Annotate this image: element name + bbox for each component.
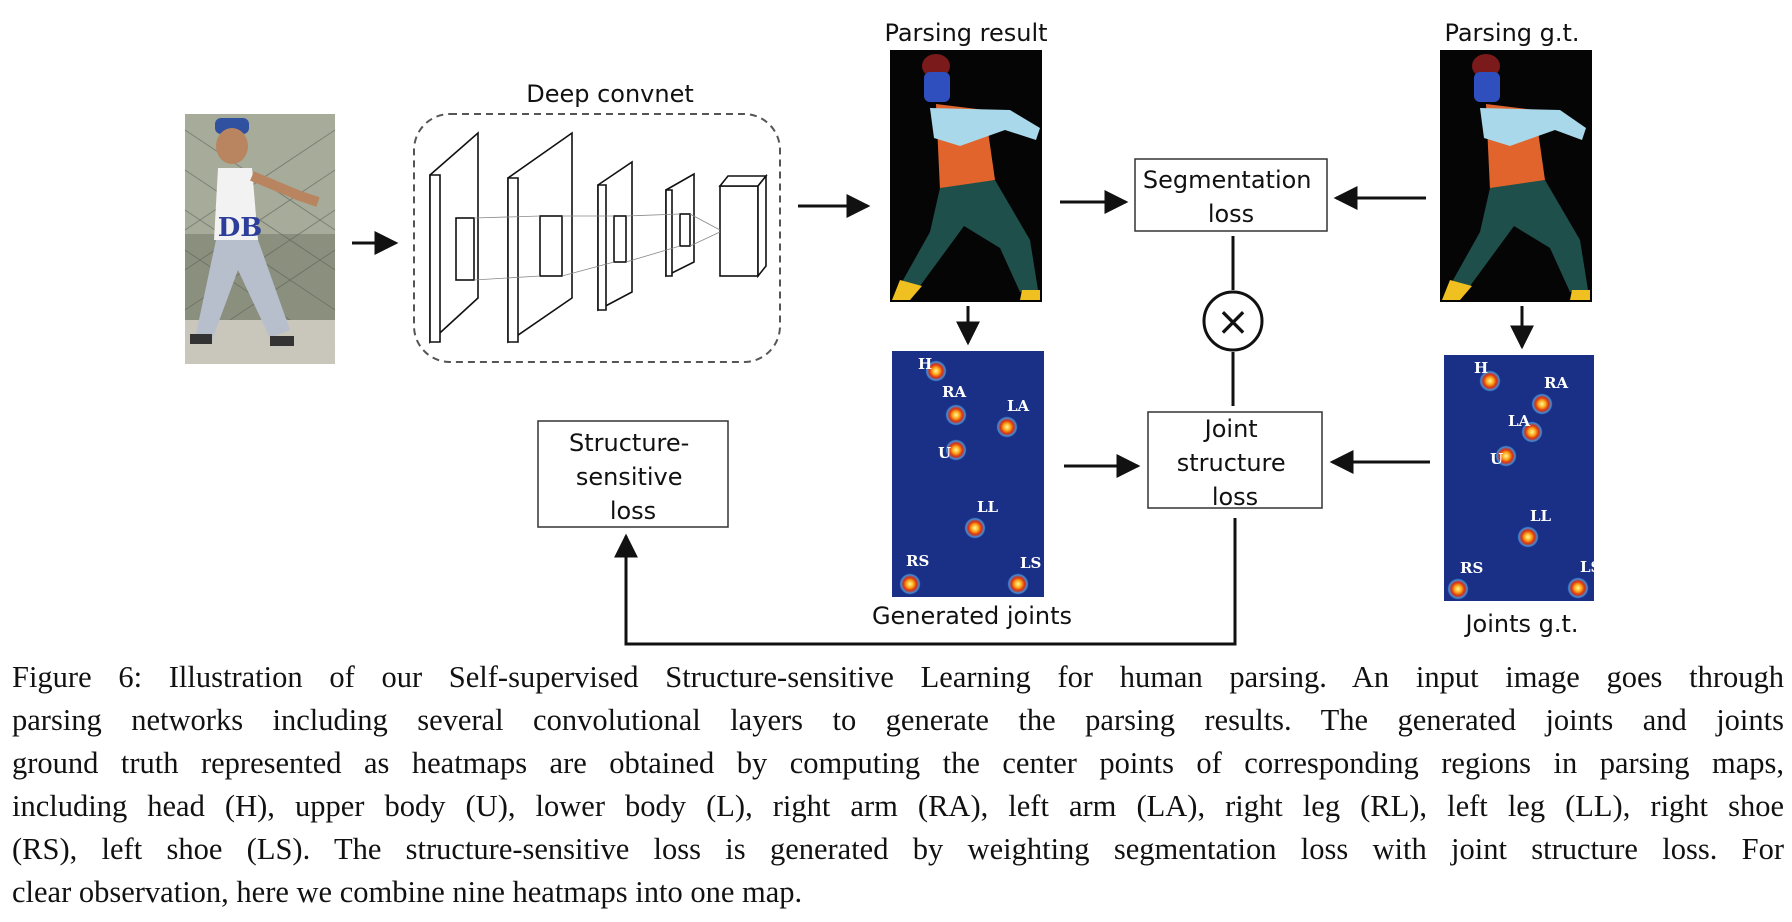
gt-joint-rs-label: RS <box>1460 559 1483 577</box>
caption-line-1: Figure 6: Illustration of our Self-super… <box>12 660 1784 694</box>
structure-loss-line-2: sensitive <box>576 463 683 491</box>
gt-joint-la-label: LA <box>1508 412 1531 430</box>
input-image: DB <box>184 114 336 364</box>
parsing-gt-map <box>1440 50 1592 302</box>
caption-line-4: including head (H), upper body (U), lowe… <box>12 789 1784 823</box>
generated-joint-ll-label: LL <box>977 498 999 516</box>
structure-loss-line-1: Structure- <box>569 429 689 457</box>
segmentation-loss-line-2: loss <box>1208 200 1254 228</box>
multiply-symbol: × <box>1216 299 1250 345</box>
gt-joint-rs-marker <box>1447 578 1469 600</box>
generated-joint-ra-marker <box>945 404 967 426</box>
joint-structure-loss-label: Joint structure loss <box>1177 415 1294 511</box>
gt-joint-u-marker <box>1495 445 1517 467</box>
caption-line-5: (RS), left shoe (LS). The structure-sens… <box>12 832 1784 866</box>
joint-loss-line-2: structure <box>1177 449 1286 477</box>
generated-joint-u-label: U <box>938 444 951 462</box>
convnet-box <box>413 113 781 363</box>
caption-line-2: parsing networks including several convo… <box>12 703 1784 737</box>
joints-gt-heatmap <box>1444 355 1594 601</box>
generated-joint-ll-marker <box>964 517 986 539</box>
gt-joint-ls-marker <box>1567 577 1589 599</box>
generated-joint-ls-marker <box>1007 573 1029 595</box>
generated-joint-la-marker <box>996 416 1018 438</box>
joints-gt-markers: H RA LA U LL RS LS <box>1447 359 1601 600</box>
gt-joint-la-marker <box>1521 421 1543 443</box>
gt-joint-h-label: H <box>1474 359 1488 377</box>
conv-receptive-lines <box>473 213 721 281</box>
generated-joint-la-label: LA <box>1007 397 1030 415</box>
joint-loss-line-3: loss <box>1212 483 1258 511</box>
generated-joint-rs-label: RS <box>906 552 929 570</box>
gt-joint-ls-label: LS <box>1580 558 1601 576</box>
segmentation-loss-line-1: Segmentation <box>1143 166 1312 194</box>
deep-convnet-label: Deep convnet <box>526 80 694 108</box>
generated-joints-heatmap <box>892 351 1044 597</box>
caption-line-6: clear observation, here we combine nine … <box>12 875 803 909</box>
caption-line-3: ground truth represented as heatmaps are… <box>12 746 1784 780</box>
joint-loss-line-1: Joint <box>1203 415 1258 443</box>
gt-joint-ll-marker <box>1517 526 1539 548</box>
structure-loss-line-3: loss <box>610 497 656 525</box>
generated-joint-ra-label: RA <box>942 383 966 401</box>
gt-joint-u-label: U <box>1490 450 1503 468</box>
arrow-joint-loss-to-structure-loss <box>614 518 1237 646</box>
gt-joint-ra-marker <box>1531 393 1553 415</box>
parsing-gt-label: Parsing g.t. <box>1444 19 1579 47</box>
gt-joint-h-marker <box>1479 370 1501 392</box>
structure-sensitive-loss-box <box>537 420 729 528</box>
structure-sensitive-loss-label: Structure- sensitive loss <box>569 429 697 525</box>
generated-joint-h-label: H <box>918 355 932 373</box>
figure-caption: Figure 6: Illustration of our Self-super… <box>12 656 1784 914</box>
parsing-result-map <box>890 50 1042 302</box>
joints-gt-label: Joints g.t. <box>1463 610 1578 638</box>
multiply-node <box>1202 290 1264 352</box>
segmentation-loss-box <box>1134 158 1328 232</box>
generated-joints-label: Generated joints <box>872 602 1072 630</box>
joint-structure-loss-box <box>1147 411 1323 509</box>
gt-joint-ra-label: RA <box>1544 374 1568 392</box>
generated-joint-h-marker <box>925 360 947 382</box>
parsing-result-label: Parsing result <box>884 19 1047 47</box>
generated-joint-ls-label: LS <box>1020 554 1041 572</box>
generated-joints-markers: H RA LA U LL RS LS <box>899 355 1041 595</box>
generated-joint-rs-marker <box>899 573 921 595</box>
generated-joint-u-marker <box>945 439 967 461</box>
svg-text:DB: DB <box>218 213 263 243</box>
conv-layers <box>429 131 768 344</box>
segmentation-loss-label: Segmentation loss <box>1143 166 1319 228</box>
gt-joint-ll-label: LL <box>1530 507 1552 525</box>
figure-diagram: DB Deep convnet Parsing result <box>184 19 1601 646</box>
